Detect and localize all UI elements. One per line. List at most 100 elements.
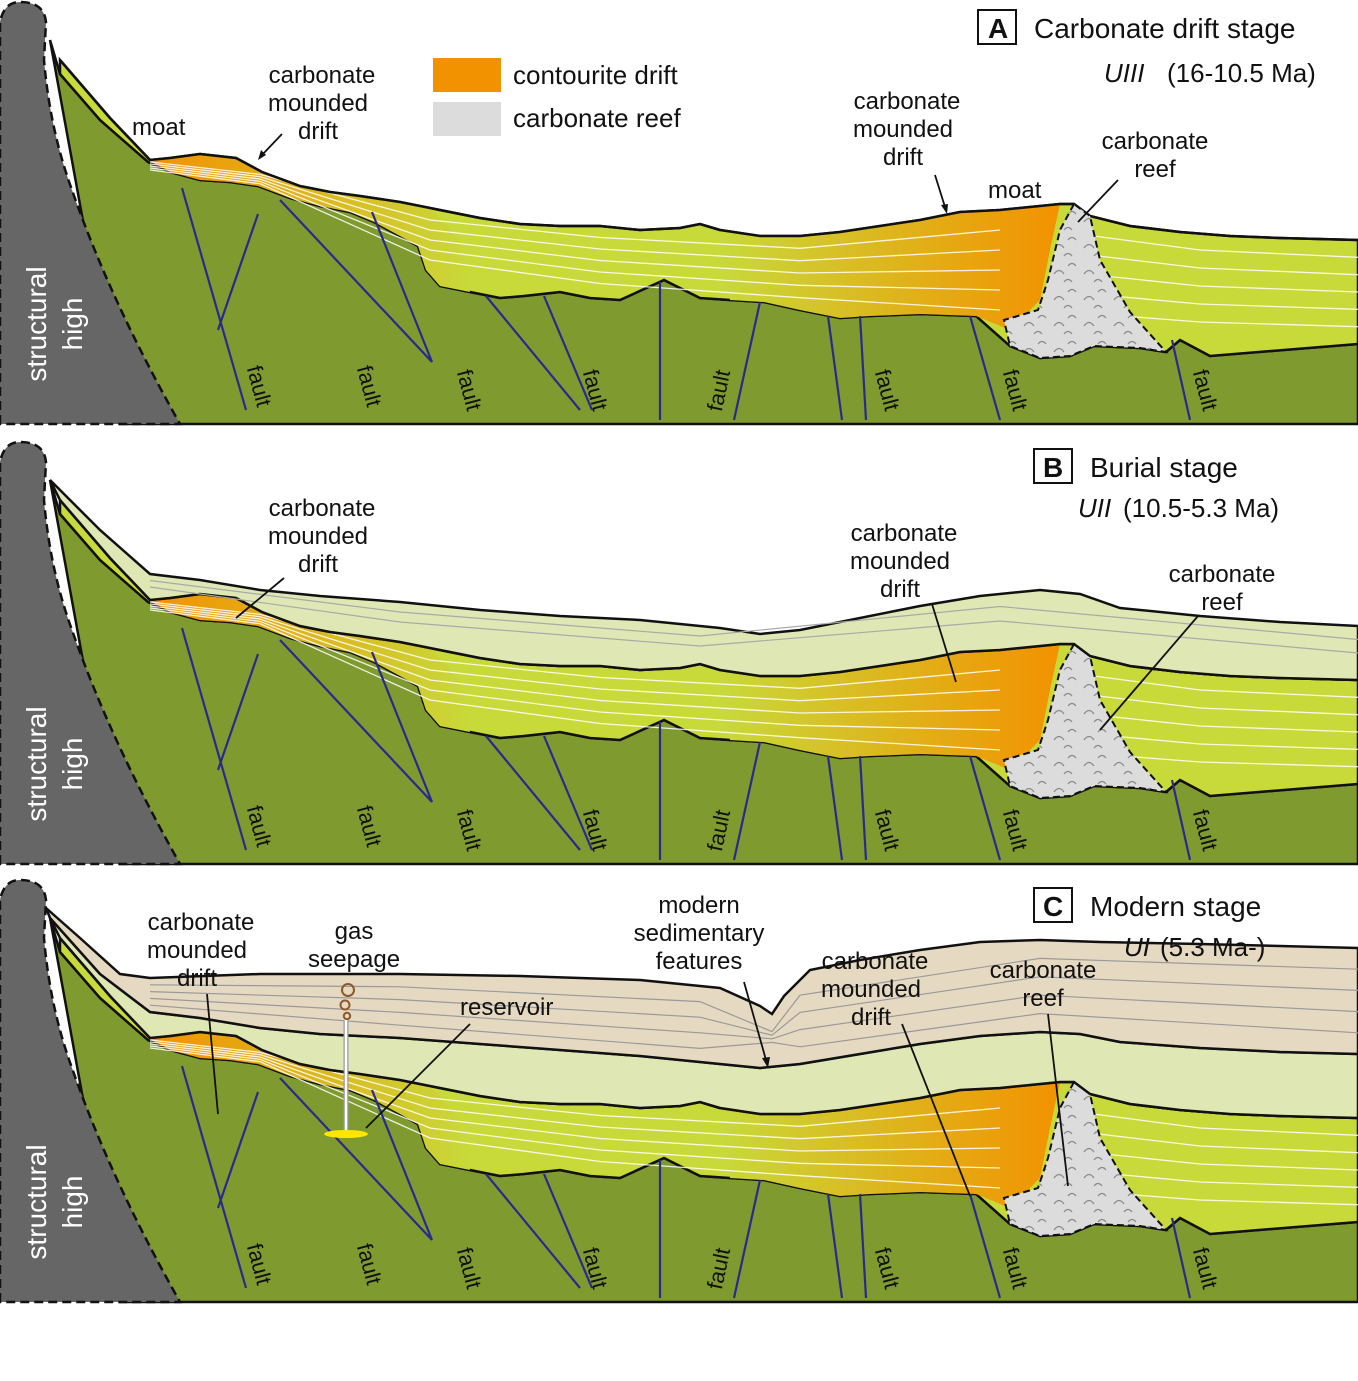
b-reef-label-1: carbonate: [1169, 561, 1276, 588]
fault-line: [858, 315, 868, 421]
fault-line: [279, 639, 433, 803]
c-drift-right-label-3: drift: [851, 1004, 891, 1031]
fault-line: [1170, 1217, 1192, 1299]
fault-line: [370, 211, 434, 363]
gas-bubbles-icon: [339, 983, 355, 1021]
fault-line: [826, 315, 844, 421]
c-drift-right-label-2: mounded: [821, 976, 921, 1003]
reef-label-1: carbonate: [1102, 128, 1209, 155]
b-reef-arrow: [1099, 615, 1199, 731]
drift-right-label-1: carbonate: [854, 88, 961, 115]
modern-label-3: features: [656, 948, 743, 975]
structural-high-label: structural: [21, 266, 52, 381]
b-drift-right-label-1: carbonate: [851, 520, 958, 547]
panel-b-labels: carbonate mounded drift carbonate mounde…: [235, 495, 1276, 731]
fault-line: [216, 213, 260, 331]
fault-line: [180, 187, 248, 411]
b-drift-left-label-1: carbonate: [269, 495, 376, 522]
modern-label-1: modern: [658, 892, 739, 919]
fault-line: [732, 1179, 762, 1299]
fault-line: [370, 1089, 434, 1241]
drift-right-label-2: mounded: [853, 116, 953, 143]
structural-high-label: structural: [21, 1144, 52, 1259]
fault-line: [968, 755, 1002, 861]
fault-line: [1170, 779, 1192, 861]
gas-label-1: gas: [335, 918, 374, 945]
panel-c-unit: UI: [1124, 932, 1150, 962]
fault-line: [216, 1091, 260, 1209]
reef-label-2: reef: [1134, 156, 1176, 183]
structural-high: [0, 878, 183, 1304]
b-drift-left-label-2: mounded: [268, 523, 368, 550]
c-reef-arrow: [1047, 1013, 1069, 1187]
panel-a-title-text: Carbonate drift stage: [1034, 13, 1296, 44]
modern-label-2: sedimentary: [634, 920, 765, 947]
fault-line: [968, 315, 1002, 421]
fault-line: [485, 1173, 581, 1289]
legend-contourite-label: contourite drift: [513, 60, 679, 90]
b-reef-label-2: reef: [1201, 589, 1243, 616]
panel-c-title-text: Modern stage: [1090, 891, 1261, 922]
modern-arrow: [743, 981, 767, 1061]
fault-line: [180, 1065, 248, 1289]
panel-b-title: B Burial stage UII (10.5-5.3 Ma): [1033, 448, 1279, 523]
c-drift-left-label-2: mounded: [147, 937, 247, 964]
structural-high-label: high: [57, 1176, 88, 1229]
carbonate-reef: [1002, 1080, 1169, 1238]
panel-a-labels: moat carbonate mounded drift carbonate m…: [132, 62, 1209, 223]
b-drift-right-arrow: [931, 603, 957, 683]
fault-line: [732, 741, 762, 861]
fault-line: [826, 755, 844, 861]
structural-high-label: high: [57, 298, 88, 351]
b-drift-left-label-3: drift: [298, 551, 338, 578]
reef-arrow: [1077, 179, 1119, 223]
legend-reef-swatch: [433, 102, 501, 136]
c-reef-label-2: reef: [1022, 985, 1064, 1012]
panel-b-title-text: Burial stage: [1090, 452, 1238, 483]
modern-unit: [44, 907, 1358, 1070]
panel-b-unit: UII: [1078, 493, 1111, 523]
fault-line: [542, 735, 594, 851]
b-drift-right-label-2: mounded: [850, 548, 950, 575]
fault-line: [370, 651, 434, 803]
panel-a-age: (16-10.5 Ma): [1167, 58, 1316, 88]
drift-right-label-3: drift: [883, 144, 923, 171]
fault-line: [858, 1193, 868, 1299]
structural-high-label: high: [57, 738, 88, 791]
fault-line: [216, 653, 260, 771]
b-drift-right-label-3: drift: [880, 576, 920, 603]
reservoir-arrow: [365, 1023, 471, 1129]
drift-left-label-2: mounded: [268, 90, 368, 117]
drift-left-arrow: [261, 133, 283, 156]
c-reef-label-1: carbonate: [990, 957, 1097, 984]
c-drift-right-label-1: carbonate: [822, 948, 929, 975]
fault-line: [858, 755, 868, 861]
drift-left-label-3: drift: [298, 118, 338, 145]
c-drift-left-label-1: carbonate: [148, 909, 255, 936]
structural-high: [0, 0, 183, 426]
reservoir-label: reservoir: [460, 994, 553, 1021]
c-drift-left-label-3: drift: [177, 965, 217, 992]
panel-c-labels: carbonate mounded drift gas seepage rese…: [147, 892, 1097, 1197]
moat-right-label: moat: [988, 177, 1042, 204]
c-drift-left-arrow: [206, 993, 219, 1115]
b-drift-left-arrow: [235, 577, 285, 619]
gas-label-2: seepage: [308, 946, 400, 973]
panel-c-age: (5.3 Ma-): [1160, 932, 1265, 962]
fault-line: [542, 295, 594, 411]
fault-line: [279, 199, 433, 363]
legend-reef-label: carbonate reef: [513, 103, 681, 133]
panel-a-title: A Carbonate drift stage UIII (16-10.5 Ma…: [977, 9, 1316, 88]
legend-contourite-swatch: [433, 58, 501, 92]
structural-high-label: structural: [21, 706, 52, 821]
panel-b-age: (10.5-5.3 Ma): [1123, 493, 1279, 523]
fault-line: [732, 301, 762, 421]
fault-line: [542, 1173, 594, 1289]
fault-line: [826, 1193, 844, 1299]
panel-a-letter: A: [988, 13, 1008, 44]
moat-left-label: moat: [132, 114, 186, 141]
panel-a-unit: UIII: [1104, 58, 1144, 88]
